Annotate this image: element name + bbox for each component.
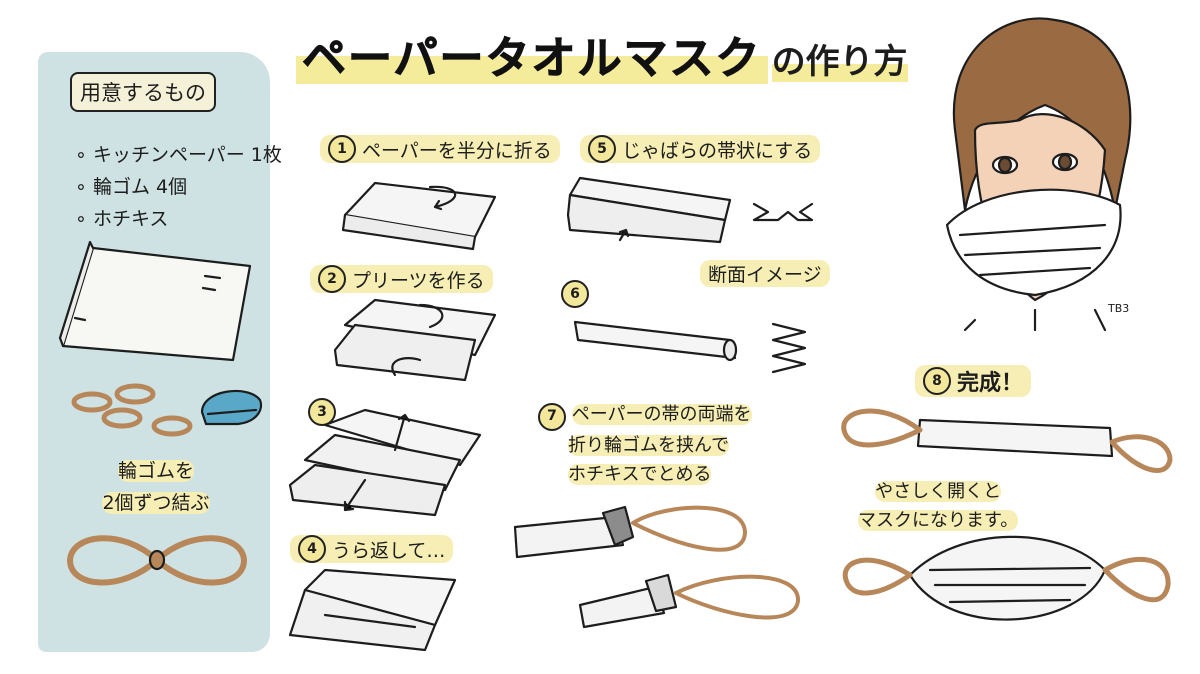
step-6-label: 6 [553, 280, 603, 308]
step-3-illustration [288, 408, 482, 517]
zigzag-icon [752, 202, 814, 222]
step-4-label: 4 うら返して… [290, 535, 454, 563]
cross-section-text: 断面イメージ [708, 264, 822, 286]
finish-note-line-2: マスクになります。 [858, 510, 1019, 531]
step-number: 1 [328, 135, 356, 163]
page-title: ペーパータオルマスクの作り方 [296, 22, 908, 86]
cross-section-label: 断面イメージ [700, 260, 830, 287]
step-7-text-line-2: 折り輪ゴムを挟んで [568, 434, 730, 456]
step-text: プリーツを作る [352, 269, 485, 292]
finished-band-illustration [841, 408, 1173, 473]
title-main: ペーパータオルマスク [296, 33, 768, 85]
tie-caption-line-2: 2個ずつ結ぶ [102, 492, 210, 514]
material-item-stapler: ∘ ホチキス [75, 208, 169, 230]
tied-rubber-band-illustration [67, 535, 247, 586]
step-number: 6 [561, 280, 589, 308]
step-7-label: 7 ペーパーの帯の両端を 折り輪ゴムを挟んで ホチキスでとめる [530, 398, 760, 491]
material-item-rubber-bands: ∘ 輪ゴム 4個 [75, 176, 188, 198]
tie-caption: 輪ゴムを 2個ずつ結ぶ [66, 455, 246, 519]
material-item-text: 輪ゴム 4個 [92, 176, 188, 198]
step-5-illustration [566, 176, 732, 244]
step-text: うら返して… [332, 539, 446, 562]
step-2-label: 2 プリーツを作る [310, 265, 493, 293]
step-number: 5 [588, 135, 616, 163]
accordion-cross-section-icon [771, 322, 807, 374]
paper-towel-illustration [58, 240, 252, 362]
step-7-illustration-top [513, 505, 747, 559]
step-number: 4 [298, 535, 326, 563]
tie-caption-line-1: 輪ゴムを [117, 460, 194, 482]
step-number: 2 [318, 265, 346, 293]
materials-header: 用意するもの [70, 72, 216, 112]
opened-mask-illustration [842, 535, 1171, 621]
step-text: じゃばらの帯状にする [622, 139, 813, 162]
step-7-text-line-3: ホチキスでとめる [568, 463, 712, 485]
step-4-illustration [288, 568, 457, 652]
step-text: 完成！ [957, 371, 1024, 396]
step-1-label: 1 ペーパーを半分に折る [320, 135, 560, 163]
artist-signature: TB3 [1108, 302, 1130, 315]
finish-note: やさしく開くと マスクになります。 [850, 475, 1026, 537]
step-3-label: 3 [300, 398, 350, 426]
step-text: ペーパーを半分に折る [362, 139, 552, 162]
step-5-label: 5 じゃばらの帯状にする [580, 135, 821, 163]
stapler-icon [200, 389, 263, 426]
step-2-illustration [333, 298, 497, 382]
step-7-illustration-bottom [578, 573, 801, 629]
step-number: 3 [308, 398, 336, 426]
rubber-bands-illustration [71, 383, 193, 437]
material-item-text: ホチキス [92, 208, 169, 230]
title-sub: の作り方 [771, 42, 908, 82]
material-item-paper: ∘ キッチンペーパー 1枚 [75, 144, 282, 166]
person-wearing-mask-illustration [945, 17, 1132, 332]
step-number: 8 [923, 367, 951, 395]
material-item-text: キッチンペーパー 1枚 [92, 144, 282, 166]
step-1-illustration [341, 181, 497, 251]
finish-note-line-1: やさしく開くと [875, 481, 1002, 502]
step-6-illustration [573, 320, 738, 362]
step-number: 7 [538, 402, 566, 431]
step-7-text-line-1: ペーパーの帯の両端を [571, 404, 752, 425]
